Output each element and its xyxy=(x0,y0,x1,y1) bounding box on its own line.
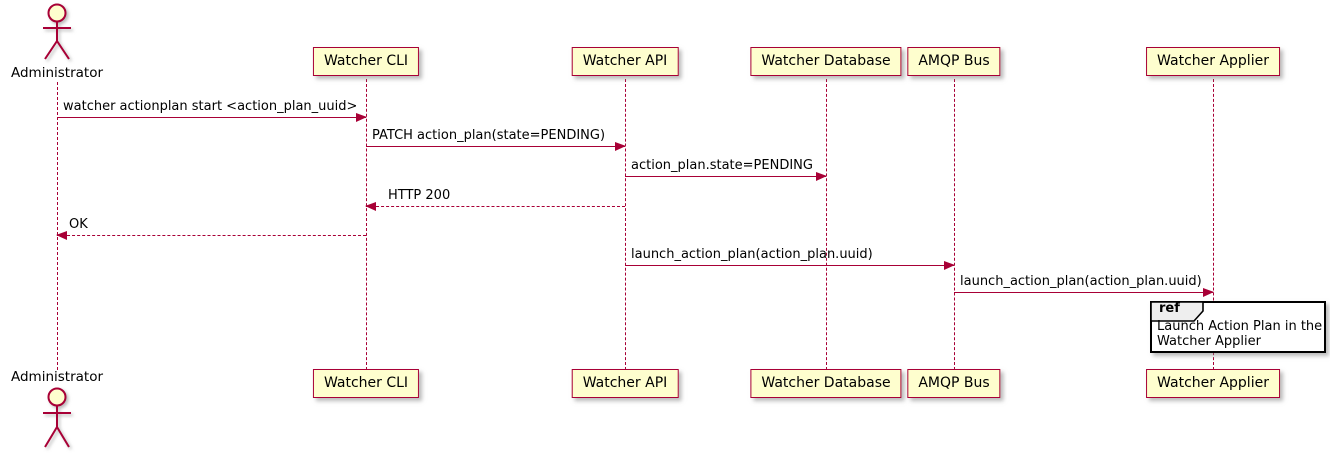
ref-text-line-2: Watcher Applier xyxy=(1157,334,1261,349)
message-line xyxy=(954,292,1213,293)
message-line xyxy=(57,117,366,118)
participant-watcher-api-top: Watcher API xyxy=(571,47,679,76)
lifeline-amqp-bus xyxy=(954,79,955,370)
participant-watcher-cli-top: Watcher CLI xyxy=(312,47,420,76)
participant-watcher-applier-bottom: Watcher Applier xyxy=(1146,369,1280,398)
actor-label-bottom: Administrator xyxy=(10,369,104,385)
ref-text-line-1: Launch Action Plan in the xyxy=(1157,319,1323,334)
lifeline-watcher-api xyxy=(625,79,626,370)
participant-amqp-bus-bottom: AMQP Bus xyxy=(907,369,1001,398)
participant-watcher-database-top: Watcher Database xyxy=(750,47,902,76)
arrowhead-left-icon xyxy=(56,231,67,240)
arrowhead-right-icon xyxy=(356,113,367,122)
participant-watcher-cli-bottom: Watcher CLI xyxy=(312,369,420,398)
ref-header: ref xyxy=(1150,301,1212,322)
arrowhead-right-icon xyxy=(615,142,626,151)
message-line xyxy=(366,206,625,207)
message-label: HTTP 200 xyxy=(388,188,451,203)
participant-watcher-api-bottom: Watcher API xyxy=(571,369,679,398)
arrowhead-right-icon xyxy=(816,172,827,181)
participant-watcher-database-bottom: Watcher Database xyxy=(750,369,902,398)
message-line xyxy=(366,146,625,147)
message-line xyxy=(57,235,366,236)
lifeline-watcher-database xyxy=(826,79,827,370)
actor-figure-top-icon xyxy=(39,3,75,67)
lifeline-watcher-applier xyxy=(1213,79,1214,370)
message-label: action_plan.state=PENDING xyxy=(631,158,813,173)
lifeline-administrator xyxy=(57,82,58,370)
arrowhead-right-icon xyxy=(944,261,955,270)
message-line xyxy=(625,265,954,266)
arrowhead-left-icon xyxy=(365,202,376,211)
message-label: OK xyxy=(69,217,88,232)
actor-label-top: Administrator xyxy=(10,65,104,81)
message-label: launch_action_plan(action_plan.uuid) xyxy=(631,247,873,262)
message-label: PATCH action_plan(state=PENDING) xyxy=(372,128,606,143)
message-line xyxy=(625,176,826,177)
message-label: watcher actionplan start <action_plan_uu… xyxy=(63,99,358,114)
participant-amqp-bus-top: AMQP Bus xyxy=(907,47,1001,76)
actor-figure-bottom-icon xyxy=(39,386,75,456)
ref-fragment: ref Launch Action Plan in the Watcher Ap… xyxy=(1150,301,1326,353)
lifeline-watcher-cli xyxy=(366,79,367,370)
ref-header-pentagon-icon xyxy=(1150,301,1204,322)
participant-watcher-applier-top: Watcher Applier xyxy=(1146,47,1280,76)
arrowhead-right-icon xyxy=(1203,288,1214,297)
ref-keyword: ref xyxy=(1159,301,1180,316)
message-label: launch_action_plan(action_plan.uuid) xyxy=(960,274,1202,289)
